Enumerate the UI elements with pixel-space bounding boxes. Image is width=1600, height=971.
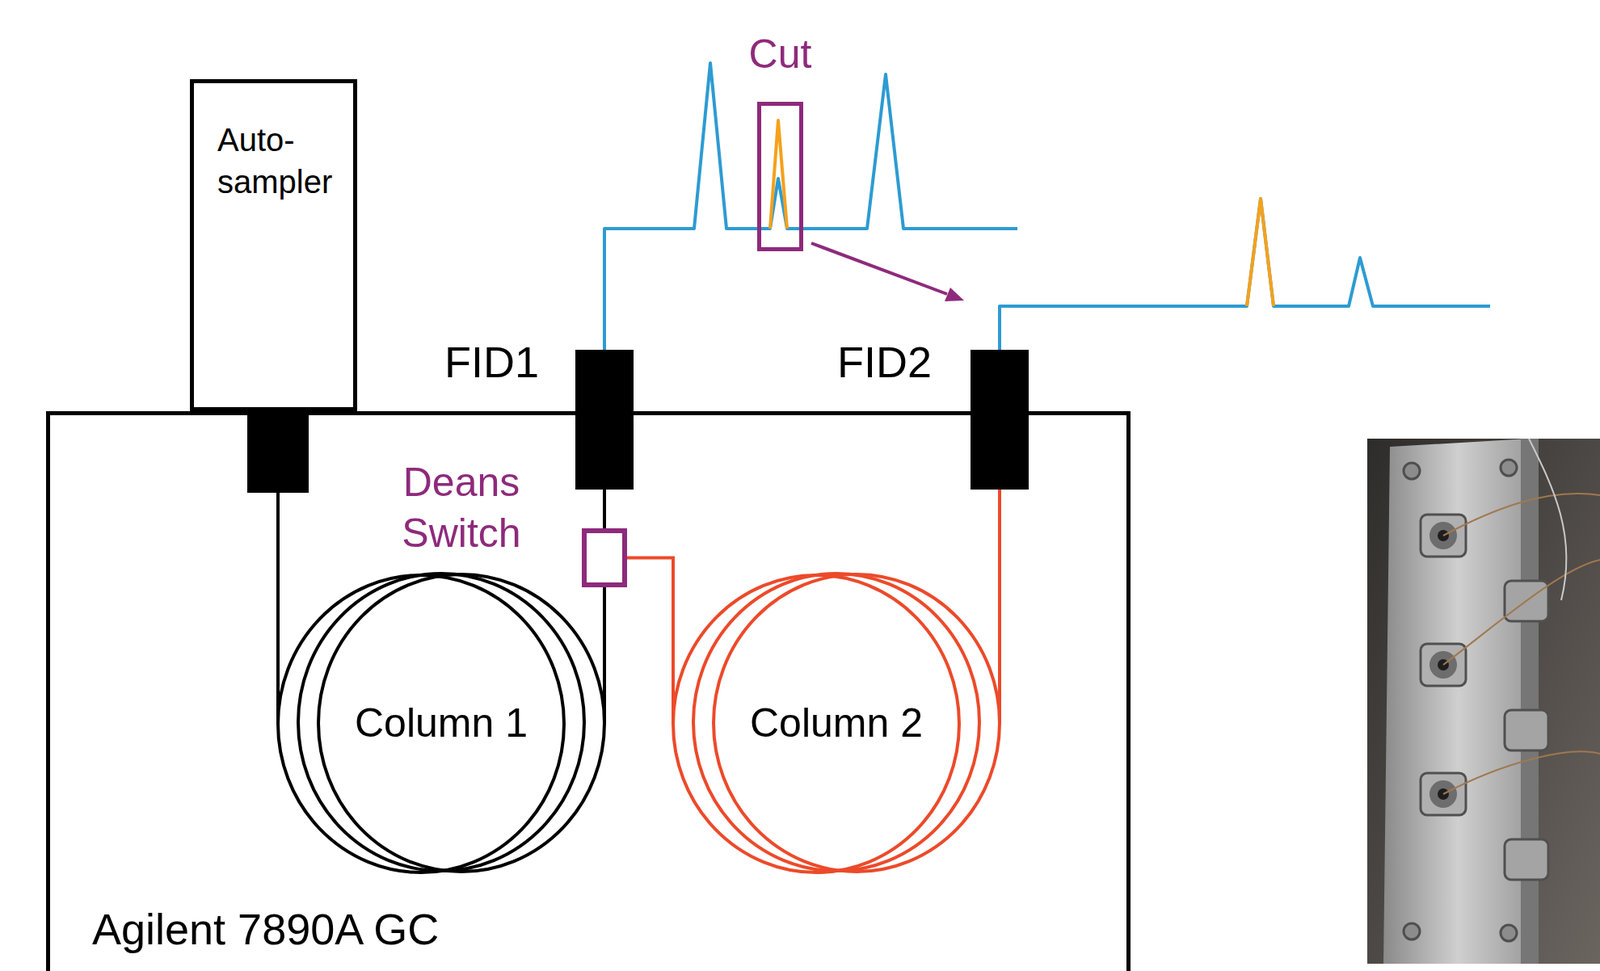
fitting-nut xyxy=(1504,710,1549,751)
node-label: Column 1 xyxy=(354,698,528,748)
fitting-nut xyxy=(1504,839,1549,880)
node-label: FID2 xyxy=(837,336,932,389)
cut-peak xyxy=(770,120,788,229)
transfer-arrow xyxy=(811,243,948,295)
column-inlet-line xyxy=(276,491,280,724)
plate-edge xyxy=(1520,438,1539,965)
column-coil-node: Column 2 xyxy=(670,571,1003,876)
node-label: FID1 xyxy=(444,336,539,389)
detector-block: FID2 xyxy=(970,349,1029,490)
inlet-block xyxy=(247,411,309,493)
tubing-connector xyxy=(627,558,674,725)
column-wire xyxy=(1528,438,1567,601)
tubing-connector xyxy=(997,489,1002,724)
fid1-chromatogram xyxy=(604,63,1018,350)
screw xyxy=(1403,463,1420,480)
coil-loop xyxy=(673,575,960,873)
node-label: Agilent 7890A GC xyxy=(92,903,439,956)
screw xyxy=(1403,923,1420,940)
hidden-guide xyxy=(773,178,779,229)
gc-oven: Agilent 7890A GC Deans SwitchColumn 1 Colu… xyxy=(46,411,1131,971)
transfer-arrowhead xyxy=(944,287,965,302)
transferred-peak xyxy=(1246,198,1274,307)
fid2-chromatogram xyxy=(999,198,1491,350)
tubing-connector xyxy=(602,489,607,529)
photo-background xyxy=(1367,438,1600,965)
deans-switch: Deans Switch xyxy=(581,528,628,588)
node-label: Deans Switch xyxy=(392,457,531,559)
node-label: Auto- sampler xyxy=(217,118,347,203)
screw xyxy=(1500,925,1517,942)
node-label: Column 2 xyxy=(749,698,923,748)
deans-switch-photo xyxy=(1367,438,1600,965)
column-wire xyxy=(1443,560,1600,666)
screw xyxy=(1500,459,1517,476)
cut-window: Cut xyxy=(757,101,804,252)
coil-loop xyxy=(298,573,585,872)
autosampler-box: Auto- sampler xyxy=(189,79,358,412)
coil-loop xyxy=(277,575,565,873)
column-wire xyxy=(1443,751,1600,795)
detector-block: FID1 xyxy=(575,349,634,490)
coil-loop xyxy=(713,574,1000,872)
node-label: Cut xyxy=(749,29,813,79)
coil-loop xyxy=(693,573,980,872)
column-wire xyxy=(1443,493,1600,536)
switch-plate xyxy=(1383,438,1533,965)
coil-loop xyxy=(318,574,605,872)
column-coil-node: Column 1 xyxy=(275,571,607,876)
